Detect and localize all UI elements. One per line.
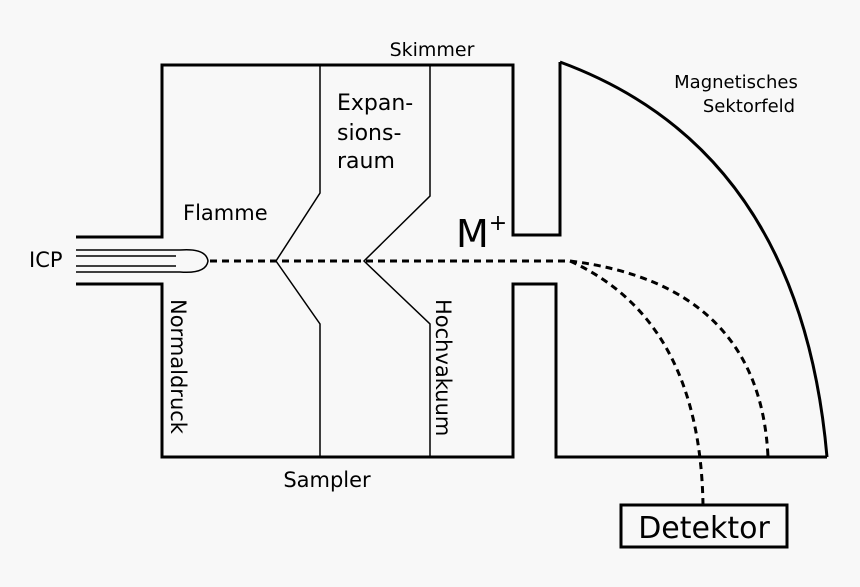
label-expansion-line3: raum xyxy=(337,149,395,174)
magnetic-sector-arc xyxy=(559,60,829,458)
detector-box xyxy=(619,503,789,549)
icp-torch xyxy=(76,248,209,274)
label-hochvakuum: Hochvakuum xyxy=(431,299,455,436)
label-expansion-line2: sions- xyxy=(337,121,401,146)
label-ion-charge: + xyxy=(489,211,507,236)
label-magnet-line1: Magnetisches xyxy=(674,72,798,93)
label-flamme: Flamme xyxy=(183,201,268,225)
label-expansion-line1: Expan- xyxy=(337,91,413,116)
ion-path-inner xyxy=(569,259,705,506)
chamber-upper-wall xyxy=(76,62,562,239)
label-ion-symbol: M xyxy=(456,212,489,256)
label-magnet-line2: Sektorfeld xyxy=(703,96,795,117)
label-detektor: Detektor xyxy=(638,511,770,546)
label-ion: M+ xyxy=(456,211,507,256)
label-skimmer: Skimmer xyxy=(390,39,475,61)
label-sampler: Sampler xyxy=(283,468,371,492)
ion-path-outer xyxy=(569,259,770,458)
label-icp: ICP xyxy=(29,248,63,272)
skimmer-cone xyxy=(362,65,431,457)
chamber-lower-wall xyxy=(76,282,827,459)
label-normaldruck: Normaldruck xyxy=(166,299,190,435)
